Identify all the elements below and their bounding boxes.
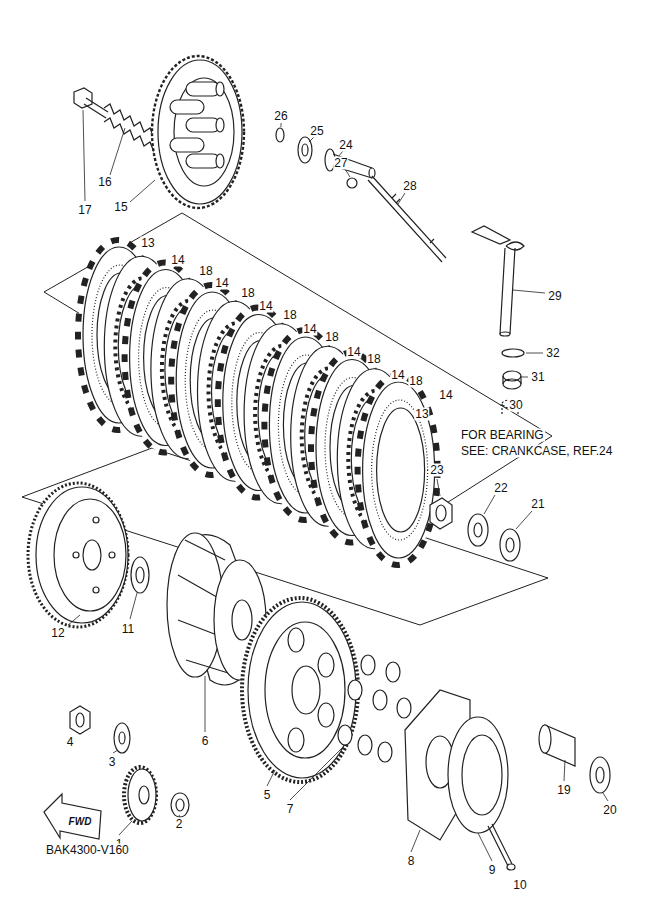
clutch-boss (28, 483, 128, 627)
callout-number: 20 (602, 804, 617, 817)
callout-number: 31 (530, 371, 545, 384)
bush-and-washer (539, 725, 610, 793)
callout-number: FOR BEARING (460, 429, 545, 442)
callout-number: BAK4300-V160 (45, 844, 130, 857)
callout-number: 18 (366, 353, 381, 366)
callout-number: 13 (140, 237, 155, 250)
callout-number: 10 (512, 879, 527, 892)
callout-number: 23 (429, 464, 444, 477)
callout-number: 32 (545, 347, 560, 360)
callout-number: 14 (258, 300, 273, 313)
callout-number: 14 (302, 323, 317, 336)
callout-number: 27 (333, 157, 348, 170)
callout-number: SEE: CRANKCASE, REF.24 (460, 445, 613, 458)
callout-number: 24 (338, 139, 353, 152)
callout-number: 21 (530, 498, 545, 511)
callout-number: 11 (121, 623, 135, 636)
callout-number: 16 (97, 176, 112, 189)
callout-number: 18 (324, 331, 339, 344)
damper-springs (338, 655, 411, 762)
callout-number: 29 (547, 290, 562, 303)
nut-and-washers (430, 498, 520, 561)
callout-number: 2 (175, 818, 184, 831)
retainer-plate (405, 690, 515, 870)
callout-number: 17 (77, 204, 92, 217)
primary-gear (242, 598, 358, 782)
callout-number: 19 (556, 784, 571, 797)
direction-text: FWD (68, 815, 93, 828)
callout-number: 18 (282, 309, 297, 322)
callout-number: 14 (170, 254, 185, 267)
callout-number: 15 (113, 201, 128, 214)
push-lever-shaft (472, 226, 524, 414)
callout-number: 4 (66, 736, 75, 749)
callout-number: 7 (286, 803, 295, 816)
callout-number: 3 (108, 756, 117, 769)
callout-number: 9 (488, 864, 497, 877)
callout-number: 12 (50, 627, 65, 640)
callout-number: 28 (402, 180, 417, 193)
callout-number: 13 (414, 408, 429, 421)
callout-number: 18 (198, 265, 213, 278)
callout-number: 26 (273, 110, 288, 123)
callout-number: 14 (346, 346, 361, 359)
callout-number: 14 (390, 369, 405, 382)
friction-plate (358, 375, 438, 565)
group-brackets (22, 213, 552, 625)
pressure-plate (152, 56, 244, 208)
callout-number: 25 (309, 125, 324, 138)
leader-lines (68, 110, 608, 861)
callout-number: 5 (263, 789, 272, 802)
callout-number: 14 (214, 277, 229, 290)
forward-arrow (44, 794, 101, 839)
callout-number: 14 (438, 389, 453, 402)
callout-number: 30 (508, 399, 523, 412)
callout-number: 18 (240, 287, 255, 300)
callout-number: 6 (201, 735, 210, 748)
push-rod-parts (276, 128, 446, 262)
callout-number: 22 (493, 482, 508, 495)
callout-number: 8 (407, 855, 416, 868)
callout-number: 18 (408, 375, 423, 388)
small-gear-parts (70, 706, 189, 823)
clutch-plates (78, 240, 438, 565)
washer (131, 557, 149, 593)
bolt-and-spring (74, 88, 160, 152)
